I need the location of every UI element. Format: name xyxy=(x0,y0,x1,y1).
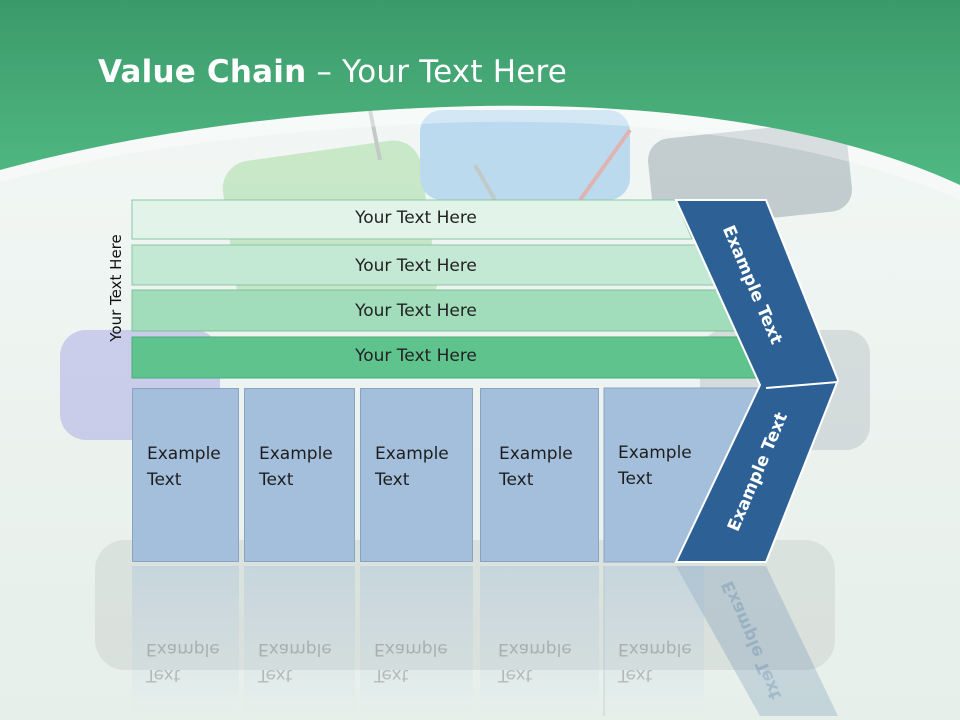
column-3-line2: Text xyxy=(375,470,410,490)
header-band xyxy=(0,0,960,185)
chevron-arrow xyxy=(674,199,840,563)
reflection-1-line2: Text xyxy=(146,665,181,685)
column-4-line2: Text xyxy=(499,470,534,490)
side-label: Your Text Here xyxy=(107,234,125,342)
row-label-4: Your Text Here xyxy=(355,346,477,366)
column-5-line1: Example xyxy=(618,443,692,463)
row-bar-1 xyxy=(131,199,693,240)
row-label-1: Your Text Here xyxy=(355,208,477,228)
column-2-line2: Text xyxy=(259,470,294,490)
column-reflection-4: Text Example xyxy=(480,566,599,716)
reflection-5-line1: Example xyxy=(618,639,692,659)
reflection-text-4: Text Example xyxy=(498,636,588,688)
column-1-line2: Text xyxy=(147,470,182,490)
reflection-5-line2: Text xyxy=(618,665,653,685)
reflection-text-3: Text Example xyxy=(374,636,464,688)
reflection-4-line1: Example xyxy=(498,639,572,659)
column-reflection-3: Text Example xyxy=(360,566,473,716)
column-3-line1: Example xyxy=(375,444,449,464)
reflection-2-line1: Example xyxy=(258,639,332,659)
column-4-line1: Example xyxy=(499,444,573,464)
column-2-line1: Example xyxy=(259,444,333,464)
reflection-text-5: Text Example xyxy=(618,636,708,688)
reflection-text-1: Text Example xyxy=(146,636,236,688)
column-reflection-1: Text Example xyxy=(132,566,239,716)
column-reflection-5: Text Example xyxy=(604,566,704,716)
column-5-line2: Text xyxy=(618,469,653,489)
row-label-2: Your Text Here xyxy=(355,256,477,276)
reflection-3-line1: Example xyxy=(374,639,448,659)
reflection-2-line2: Text xyxy=(258,665,293,685)
column-reflection-2: Text Example xyxy=(244,566,355,716)
reflection-text-2: Text Example xyxy=(258,636,348,688)
reflection-4-line2: Text xyxy=(498,665,533,685)
title-bold: Value Chain xyxy=(98,54,307,90)
row-label-3: Your Text Here xyxy=(355,301,477,321)
reflection-3-line2: Text xyxy=(374,665,409,685)
column-1-line1: Example xyxy=(147,444,221,464)
reflection-1-line1: Example xyxy=(146,639,220,659)
slide-title: Value Chain – Your Text Here xyxy=(98,54,567,90)
title-rest: – Your Text Here xyxy=(306,54,568,90)
